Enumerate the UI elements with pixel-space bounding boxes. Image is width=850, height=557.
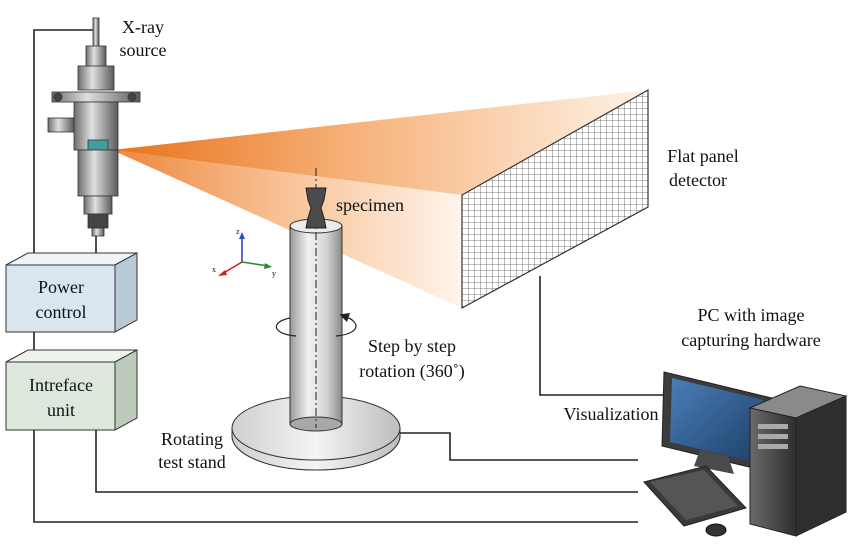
axis-x-label: x <box>212 265 216 274</box>
cable-interface <box>95 430 638 493</box>
power-control-label-line2: control <box>36 302 87 322</box>
interface-unit-label-line2: unit <box>47 400 75 420</box>
detector-label-line1: Flat panel <box>667 146 738 166</box>
xray-source-label-line2: source <box>120 40 167 60</box>
specimen-label: specimen <box>336 195 404 215</box>
rotation-label-line2: rotation (360˚) <box>359 361 464 382</box>
cable-stand <box>398 432 638 461</box>
power-control-label-line1: Power <box>38 277 84 297</box>
rotation-label-line1: Step by step <box>368 336 456 356</box>
visualization-label: Visualization <box>564 404 659 424</box>
cable-detector <box>539 276 668 396</box>
coordinate-axes-icon <box>218 232 272 276</box>
xray-beam <box>112 90 648 308</box>
xray-source-icon <box>47 17 141 237</box>
pc-tower-icon <box>748 385 848 537</box>
stand-label-line1: Rotating <box>161 429 223 449</box>
stand-label-line2: test stand <box>158 452 226 472</box>
flat-panel-detector <box>461 88 649 310</box>
pc-label-line2: capturing hardware <box>681 330 820 350</box>
axis-z-label: z <box>236 227 240 236</box>
axis-y-label: y <box>272 269 276 278</box>
detector-label-line2: detector <box>669 170 727 190</box>
rotation-arrow-icon <box>275 312 357 337</box>
mouse-icon <box>705 523 727 537</box>
xray-source-label-line1: X-ray <box>122 17 164 37</box>
interface-unit-label-line1: Intreface <box>29 375 93 395</box>
interface-unit-box <box>5 349 138 431</box>
pc-monitor-icon <box>661 371 773 474</box>
pc-label-line1: PC with image <box>698 305 805 325</box>
keyboard-icon <box>643 465 747 527</box>
specimen-icon <box>305 187 327 229</box>
power-control-box <box>5 252 138 333</box>
